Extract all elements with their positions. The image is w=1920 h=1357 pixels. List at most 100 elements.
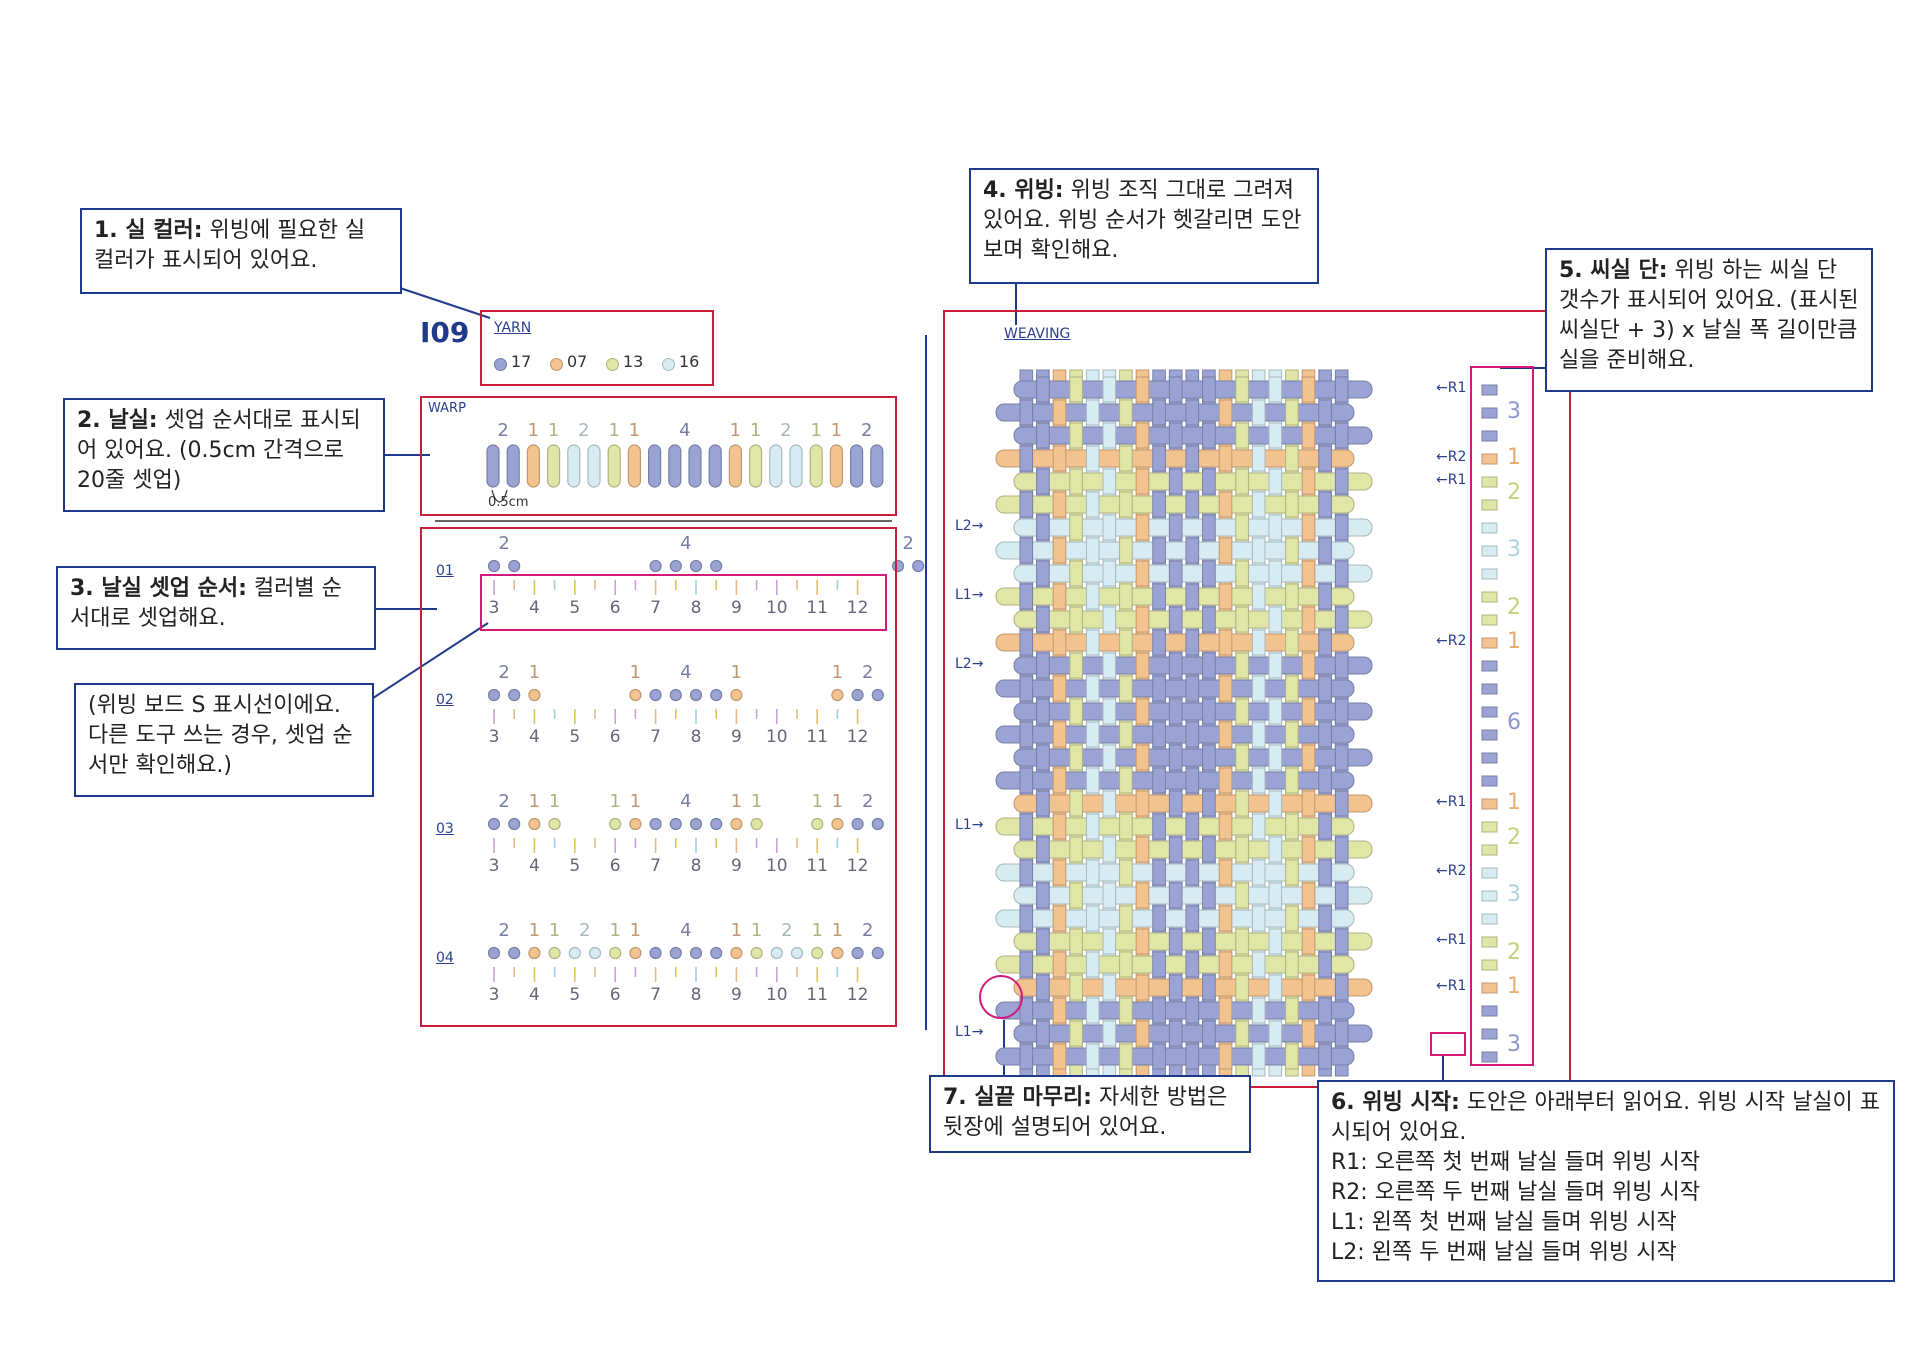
warp-over [1052,997,1067,1024]
setup-count: 1 [730,791,743,812]
warp-over [1318,629,1332,656]
warp-over [1119,399,1133,426]
setup-count: 2 [579,920,591,941]
note-4-title: 4. 위빙: [983,178,1064,203]
warp-over [1019,629,1034,656]
setup-slot-number: 7 [650,985,661,1005]
yarn-label: YARN [494,320,532,336]
warp-over [1069,422,1083,449]
warp-over [1119,951,1133,978]
setup-thread-dot [851,688,864,702]
setup-thread-dot [871,817,884,831]
warp-thread [546,444,561,488]
start-marker-highlight [1430,1032,1466,1056]
start-label-left: L1→ [955,1024,984,1040]
warp-over [1301,1020,1316,1047]
yarn-number: 17 [511,352,532,371]
setup-slot-number: 5 [569,856,581,876]
warp-over [1119,767,1133,794]
warp-over [1318,767,1332,794]
warp-over [1152,951,1166,978]
warp-over [1235,514,1249,541]
warp-over [1019,721,1034,748]
weaving-diagram [995,369,1373,1077]
setup-thread-dot [689,559,703,573]
warp-over [1285,951,1299,978]
warp-over [1218,813,1233,840]
note-3-title: 3. 날실 셋업 순서: [70,576,247,601]
warp-over [1185,629,1200,656]
warp-over [1168,514,1183,541]
warp-over [1069,974,1083,1001]
warp-over [1301,698,1316,725]
warp-over [1268,882,1283,909]
warp-over [1251,1043,1266,1070]
warp-over [1334,744,1349,771]
note-setup-order: 3. 날실 셋업 순서: 컬러별 순서대로 셋업해요. [56,566,376,650]
warp-over [1036,1020,1050,1047]
setup-slot-number: 8 [690,856,702,876]
warp-over [1185,721,1200,748]
setup-slot-number: 10 [765,727,788,747]
weft-row-count: 3 [1507,399,1521,424]
warp-over [1268,790,1283,817]
warp-over [1218,905,1233,932]
note-board-guide: (위빙 보드 S 표시선이에요. 다른 도구 쓰는 경우, 셋업 순서만 확인해… [74,683,374,797]
warp-over [1218,629,1233,656]
setup-thread-dot [528,817,541,831]
warp-threads [486,444,884,488]
warp-over [1301,514,1316,541]
setup-thread-dot [548,817,561,831]
warp-over [1069,790,1083,817]
warp-over [1085,859,1100,886]
weft-count-swatch [1481,384,1498,396]
warp-over [1019,813,1034,840]
warp-over [1268,974,1283,1001]
weft-count-swatch [1481,1051,1498,1063]
setup-slot-number: 5 [569,598,581,618]
warp-over [1069,836,1083,863]
setup-thread-dot [568,946,581,960]
warp-over [1069,698,1083,725]
warp-count: 1 [749,420,762,441]
warp-over [1119,813,1133,840]
setup-count: 2 [902,533,914,554]
warp-over [1036,422,1050,449]
warp-over [1052,675,1067,702]
setup-slot-number: 11 [806,727,828,747]
warp-over [1318,997,1332,1024]
warp-over [1301,974,1316,1001]
warp-over [1202,974,1216,1001]
warp-over [1052,537,1067,564]
setup-count: 1 [629,920,642,941]
warp-over [1085,813,1100,840]
warp-over [1318,675,1332,702]
warp-over [1185,1043,1200,1070]
warp-over [1152,675,1166,702]
warp-over [1152,1043,1166,1070]
warp-over [1202,422,1216,449]
setup-thread-dot [649,559,662,573]
warp-over [1102,1020,1117,1047]
warp-over [1235,698,1249,725]
setup-thread-dot [548,946,561,960]
warp-over [1019,1043,1034,1070]
setup-slot-number: 6 [609,727,621,747]
warp-over [1235,468,1249,495]
setup-count: 1 [730,920,743,941]
warp-over [1185,399,1200,426]
warp-over [1268,744,1283,771]
warp-over [1202,514,1216,541]
warp-over [1202,790,1216,817]
warp-over [1334,514,1349,541]
weft-count-swatch [1481,775,1498,787]
weft-row-count: 1 [1507,629,1521,654]
warp-over [1334,1020,1349,1047]
warp-over [1268,514,1283,541]
warp-over [1235,376,1249,403]
warp-thread [829,444,844,488]
warp-over [1285,1043,1299,1070]
setup-count: 2 [861,662,874,683]
setup-count: 1 [629,662,642,683]
